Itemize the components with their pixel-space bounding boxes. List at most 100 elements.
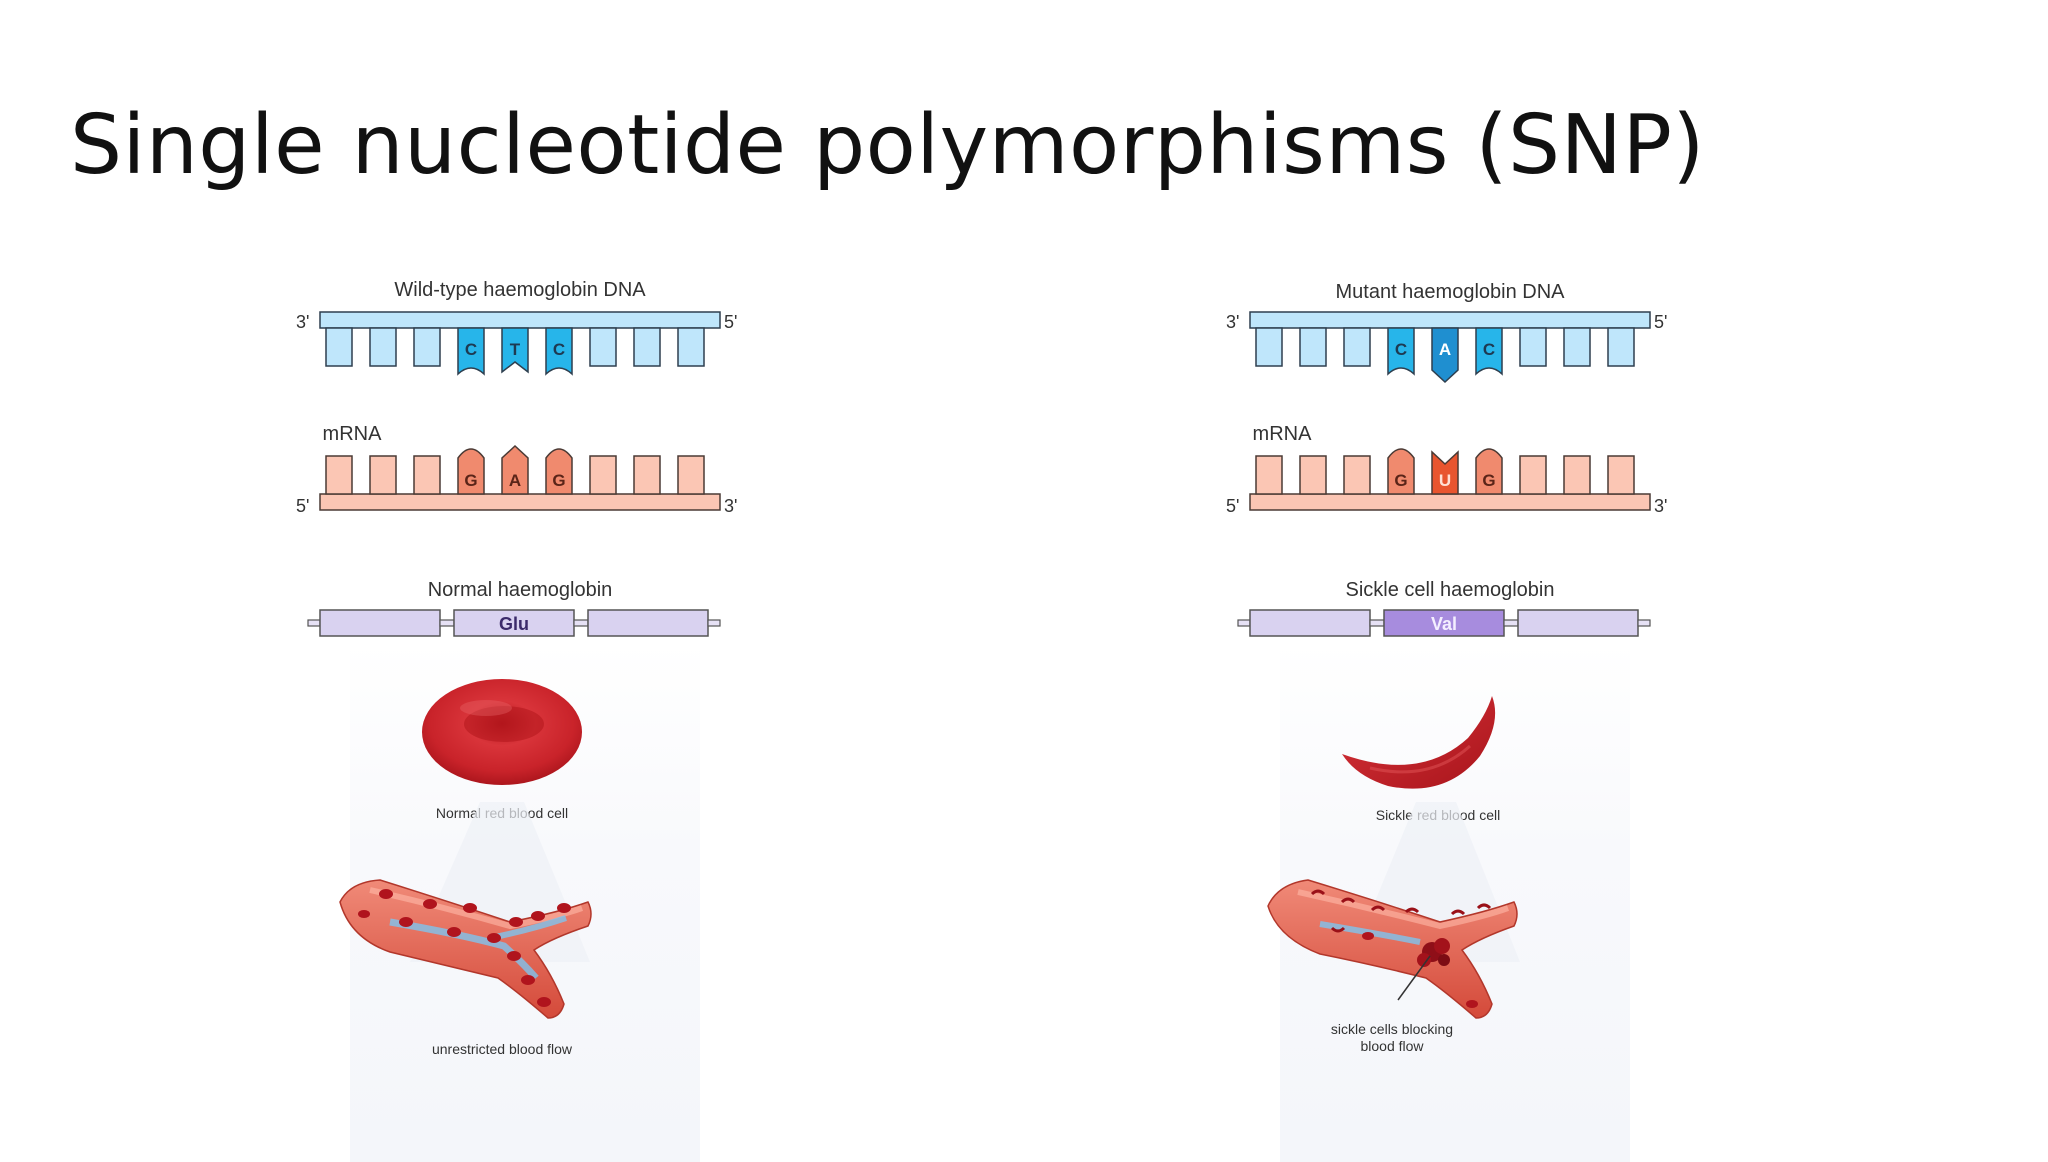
dna-base-marked xyxy=(501,327,529,374)
dna-base xyxy=(633,327,661,367)
protein-chain xyxy=(307,609,721,637)
mrna-base-mutated xyxy=(1431,450,1459,495)
dna-base xyxy=(325,327,353,367)
mrna-backbone xyxy=(1249,493,1651,511)
protein-domain xyxy=(319,609,441,637)
vessel-pointer-line xyxy=(1397,955,1431,1001)
protein-domain xyxy=(1249,609,1371,637)
dna-base xyxy=(1299,327,1327,367)
mrna-base xyxy=(325,455,353,495)
mrna-bases-group xyxy=(325,444,705,495)
dna-base-letter: C xyxy=(553,340,565,359)
dna-base xyxy=(413,327,441,367)
dna-right-end: 5' xyxy=(724,312,737,332)
mrna-base-marked xyxy=(545,448,573,495)
mrna-base-letter: G xyxy=(1482,471,1495,490)
vessel-label: unrestricted blood flow xyxy=(432,1041,573,1057)
dna-base-marked xyxy=(545,327,573,376)
dna-right-end: 5' xyxy=(1654,312,1667,332)
mrna-label: mRNA xyxy=(323,423,383,445)
dna-left-end: 3' xyxy=(296,312,309,332)
protein-chain xyxy=(1237,609,1651,637)
wild-type-diagram: Wild-type haemoglobin DNA 3' 5' C T C mR… xyxy=(296,279,737,1057)
dna-base-mutated xyxy=(1431,327,1459,384)
sickle-red-blood-cell xyxy=(1342,696,1496,789)
dna-base-letter: A xyxy=(1439,340,1451,359)
dna-base-letter: T xyxy=(510,340,521,359)
dna-left-end: 3' xyxy=(1226,312,1239,332)
amino-acid-label: Glu xyxy=(499,614,529,634)
mrna-right-end: 3' xyxy=(724,496,737,516)
protein-linker xyxy=(439,619,455,627)
protein-domain xyxy=(587,609,709,637)
mrna-left-end: 5' xyxy=(1226,496,1239,516)
protein-domain-marked xyxy=(453,609,575,637)
dna-base-letter: C xyxy=(465,340,477,359)
mutant-panel: Mutant haemoglobin DNA 3' 5' C A C mRNA … xyxy=(1220,262,1680,1162)
dna-base-marked xyxy=(1387,327,1415,376)
dna-base xyxy=(1255,327,1283,367)
mrna-label: mRNA xyxy=(1253,423,1313,445)
mrna-base-letter: G xyxy=(552,471,565,490)
mrna-base xyxy=(1343,455,1371,495)
mrna-right-end: 3' xyxy=(1654,496,1667,516)
dna-base xyxy=(677,327,705,367)
mrna-bases-group xyxy=(1255,448,1635,495)
dna-base-marked xyxy=(457,327,485,376)
dna-base xyxy=(1563,327,1591,367)
protein-linker xyxy=(573,619,589,627)
dna-base xyxy=(589,327,617,367)
mrna-base xyxy=(1563,455,1591,495)
mrna-base xyxy=(1519,455,1547,495)
mrna-base-marked xyxy=(1475,448,1503,495)
mrna-base xyxy=(1607,455,1635,495)
wild-type-panel: Wild-type haemoglobin DNA 3' 5' C T C mR… xyxy=(290,262,750,1162)
protein-domain xyxy=(1517,609,1639,637)
sickle-cell-clump xyxy=(1417,938,1450,967)
protein-cap-left xyxy=(1237,619,1251,627)
dna-base-letter: C xyxy=(1395,340,1407,359)
mrna-left-end: 5' xyxy=(296,496,309,516)
mrna-base xyxy=(589,455,617,495)
protein-cap-right xyxy=(707,619,721,627)
mrna-base xyxy=(369,455,397,495)
mutant-diagram: Mutant haemoglobin DNA 3' 5' C A C mRNA … xyxy=(1226,281,1667,1054)
dna-base xyxy=(1519,327,1547,367)
mrna-base-marked xyxy=(501,444,529,495)
protein-cap-left xyxy=(307,619,321,627)
mrna-base-letter: A xyxy=(509,471,521,490)
mrna-base xyxy=(1255,455,1283,495)
protein-cap-right xyxy=(1637,619,1651,627)
mrna-base xyxy=(677,455,705,495)
mrna-backbone xyxy=(319,493,721,511)
vessel-label-line2: blood flow xyxy=(1360,1038,1424,1054)
dna-base-marked xyxy=(1475,327,1503,376)
mrna-base-letter: G xyxy=(464,471,477,490)
dna-title: Wild-type haemoglobin DNA xyxy=(394,279,646,301)
protein-linker xyxy=(1369,619,1385,627)
dna-backbone xyxy=(1249,311,1651,329)
vessel-label-line1: sickle cells blocking xyxy=(1331,1021,1453,1037)
mrna-base-marked xyxy=(457,448,485,495)
dna-backbone xyxy=(319,311,721,329)
vessel-illustration xyxy=(339,879,592,1019)
amino-acid-label: Val xyxy=(1431,614,1457,634)
mrna-base xyxy=(633,455,661,495)
vessel-illustration xyxy=(1267,879,1518,1019)
protein-title: Sickle cell haemoglobin xyxy=(1345,579,1554,601)
dna-bases-group xyxy=(325,327,705,376)
protein-title: Normal haemoglobin xyxy=(428,579,613,601)
dna-base xyxy=(1607,327,1635,367)
dna-base-letter: C xyxy=(1483,340,1495,359)
mrna-base-marked xyxy=(1387,448,1415,495)
dna-base xyxy=(1343,327,1371,367)
dna-title: Mutant haemoglobin DNA xyxy=(1335,281,1565,303)
mrna-base xyxy=(1299,455,1327,495)
mrna-base-letter: G xyxy=(1394,471,1407,490)
dna-base xyxy=(369,327,397,367)
mrna-base-letter: U xyxy=(1439,471,1451,490)
slide-title: Single nucleotide polymorphisms (SNP) xyxy=(70,98,1705,193)
normal-red-blood-cell xyxy=(422,679,582,785)
dna-bases-group xyxy=(1255,327,1635,384)
